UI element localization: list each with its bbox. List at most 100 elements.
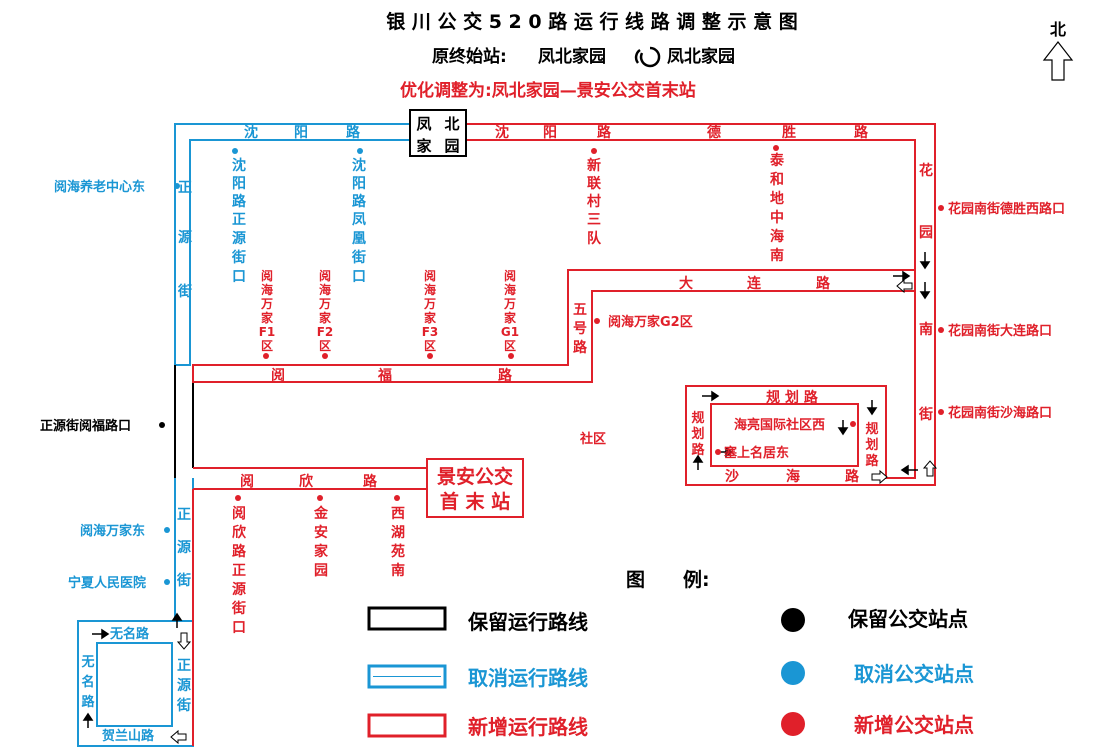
road-yuefu: 阅 福 路	[271, 367, 513, 384]
road-wuhao: 五 号 路	[573, 302, 588, 356]
stop-label-char: 家	[261, 310, 274, 325]
stop-label-char: 沈	[352, 157, 366, 174]
stop-label-char: 阅	[319, 268, 331, 283]
stop-dot-new	[263, 353, 269, 359]
road-yuexin: 阅 欣 路	[240, 473, 378, 490]
legend-keep-line-swatch	[367, 606, 447, 631]
arrow-up-icon	[82, 712, 94, 728]
road-label-char: 沙	[725, 469, 739, 485]
stop-label-char: 和	[770, 172, 784, 188]
stop-dot-new	[427, 353, 433, 359]
stop-dot-cancelled	[174, 183, 180, 189]
stop-label-char: 阳	[232, 176, 246, 192]
stop-label: 阅海万家东	[80, 523, 145, 539]
stop-label: 花园南街大连路口	[948, 323, 1052, 339]
stop-jinan: 金 安 家 园	[313, 505, 329, 579]
arrow-left-hollow-icon	[170, 729, 187, 745]
stop-dot-cancelled	[164, 579, 170, 585]
stop-label-char: 金	[313, 505, 329, 522]
road-label-char: 号	[573, 321, 587, 337]
stop-label-char: 新	[587, 157, 601, 174]
stop-label-char: 家	[504, 310, 517, 325]
stop-label-char: 海	[424, 282, 436, 297]
north-label: 北	[1050, 20, 1066, 39]
stop-label-char: 万	[318, 297, 331, 311]
road-label-char: 街	[177, 283, 192, 300]
stop-label-char: 路	[232, 543, 247, 560]
stop-dot-cancelled	[357, 148, 363, 154]
road-label-char: 南	[919, 321, 933, 338]
stop-label-char: 街	[351, 249, 366, 266]
stop-xihu: 西 湖 苑 南	[390, 506, 405, 579]
legend-keep-stop-label: 保留公交站点	[847, 607, 968, 631]
arrow-down-hollow-icon	[176, 632, 192, 650]
stop-dot-new	[715, 449, 721, 455]
road-helanshan: 贺兰山路	[101, 728, 155, 744]
road-label-char: 街	[918, 406, 933, 423]
hollow-arrows	[170, 278, 938, 745]
road-shenyang-w: 沈 阳 路	[244, 124, 361, 141]
road-guihua-top: 规 划 路	[766, 389, 819, 406]
stop-label-char: 口	[232, 269, 246, 285]
road-label-char: 德	[707, 124, 721, 141]
stop-label-char: 街	[231, 600, 246, 617]
stop-label-char: 南	[770, 247, 784, 264]
road-huayuan: 花 园 南 街	[918, 162, 933, 423]
stop-label-char: 海	[504, 282, 516, 297]
stop-label: 塞上名居东	[724, 445, 789, 461]
stop-label-char: G1	[501, 325, 519, 339]
stop-label-char: 苑	[390, 544, 405, 560]
stop-label-char: 村	[587, 193, 601, 210]
terminal-fengbei-char: 家	[416, 137, 431, 155]
road-label-char: 规	[691, 411, 704, 426]
road-label-char: 连	[747, 275, 762, 292]
road-label-char: 阳	[294, 125, 308, 141]
arrow-up-icon	[692, 454, 704, 470]
legend-new-line-swatch	[367, 713, 447, 738]
road-label-char: 胜	[782, 125, 796, 141]
legend-cancel-line-label: 取消运行路线	[468, 666, 588, 690]
arrow-down-icon	[919, 282, 931, 300]
stop-label-char: 街	[231, 249, 246, 266]
stop-dot-new	[508, 353, 514, 359]
stop-label-char: 口	[232, 620, 246, 636]
road-shahai: 沙 海 路	[725, 468, 860, 485]
terminal-fengbei: 凤 北 家 园	[409, 109, 467, 157]
stop-f3: 阅 海 万 家 F3 区	[422, 268, 439, 353]
legend-keep-line-label: 保留运行路线	[467, 610, 588, 634]
stop-label-char: 正	[232, 212, 246, 228]
terminal-fengbei-char: 凤	[416, 115, 431, 133]
road-label-char: 划	[865, 437, 878, 453]
stop-label-char: 家	[314, 543, 329, 560]
road-label-char: 园	[919, 225, 933, 241]
legend-new-stop-swatch	[781, 712, 805, 736]
stop-label-char: 安	[314, 524, 328, 541]
stop-taihe: 泰 和 地 中 海 南	[769, 152, 785, 264]
stop-dot-new	[773, 145, 779, 151]
stop-label-char: 万	[503, 297, 516, 311]
stop-label-char: 凰	[352, 231, 366, 247]
stop-xinlian: 新 联 村 三 队	[587, 157, 602, 247]
road-zhengyuan-south: 正 源 街	[176, 507, 191, 589]
terminal-fengbei-box	[409, 109, 467, 157]
stop-yx-zhengyuan: 阅 欣 路 正 源 街 口	[231, 505, 247, 636]
stop-dot-kept	[159, 422, 165, 428]
stop-dot-new	[235, 495, 241, 501]
stop-label-char: 凤	[352, 212, 366, 228]
stop-label-char: 海	[319, 282, 331, 297]
road-label-char: 阳	[543, 125, 557, 141]
arrow-down-icon	[837, 420, 849, 436]
arrow-right-icon	[702, 390, 720, 402]
road-label-char: 源	[178, 229, 192, 246]
original-terminal-a: 凤北家园	[538, 46, 606, 67]
road-label-char: 路	[816, 275, 831, 292]
original-terminals-prefix: 原终始站:	[432, 46, 507, 67]
stop-label-char: 家	[424, 310, 437, 325]
road-label-char: 正	[177, 507, 191, 523]
arrow-down-icon	[866, 400, 878, 416]
stop-label-char: 口	[352, 269, 366, 285]
road-label-char: 名	[81, 674, 94, 690]
optimized-route: 优化调整为:凤北家园—景安公交首末站	[400, 80, 696, 101]
stop-label-char: 万	[423, 297, 436, 311]
